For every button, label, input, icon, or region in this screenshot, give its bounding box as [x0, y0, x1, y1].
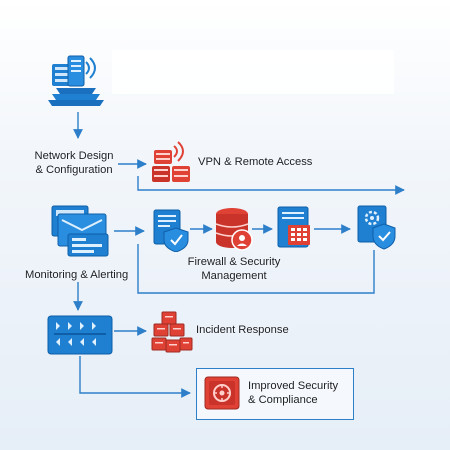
blank-panel	[112, 50, 394, 94]
document-shield-icon	[150, 208, 190, 252]
network-design-label-line2: & Configuration	[35, 164, 113, 176]
monitor-windows-icon	[48, 204, 112, 262]
firewall-label-line2: Management	[201, 270, 267, 282]
network-switch-icon	[46, 314, 114, 356]
firewall-label-line1: Firewall & Security	[187, 256, 281, 268]
arrow-long-right	[137, 176, 405, 195]
improved-label-line2: & Compliance	[248, 394, 318, 406]
network-design-label-line1: Network Design	[34, 150, 114, 162]
wireless-server-icon	[150, 140, 194, 186]
calendar-doc-icon	[276, 205, 314, 249]
network-tower-icon	[48, 52, 104, 108]
server-cubes-icon	[150, 310, 194, 356]
improved-label-line1: Improved Security	[248, 380, 339, 392]
network-design-label: Network Design & Configuration	[20, 149, 128, 177]
monitoring-label: Monitoring & Alerting	[25, 269, 129, 281]
arrow-to-improved	[79, 356, 191, 398]
improved-label: Improved Security & Compliance	[248, 379, 338, 407]
vpn-label: VPN & Remote Access	[198, 156, 313, 168]
database-shield-icon	[214, 206, 254, 252]
gear-shield-icon	[354, 204, 396, 250]
incident-label: Incident Response	[196, 324, 289, 336]
loop-line	[137, 244, 375, 294]
secure-vault-icon	[203, 375, 241, 411]
firewall-label: Firewall & Security Management	[174, 255, 294, 283]
